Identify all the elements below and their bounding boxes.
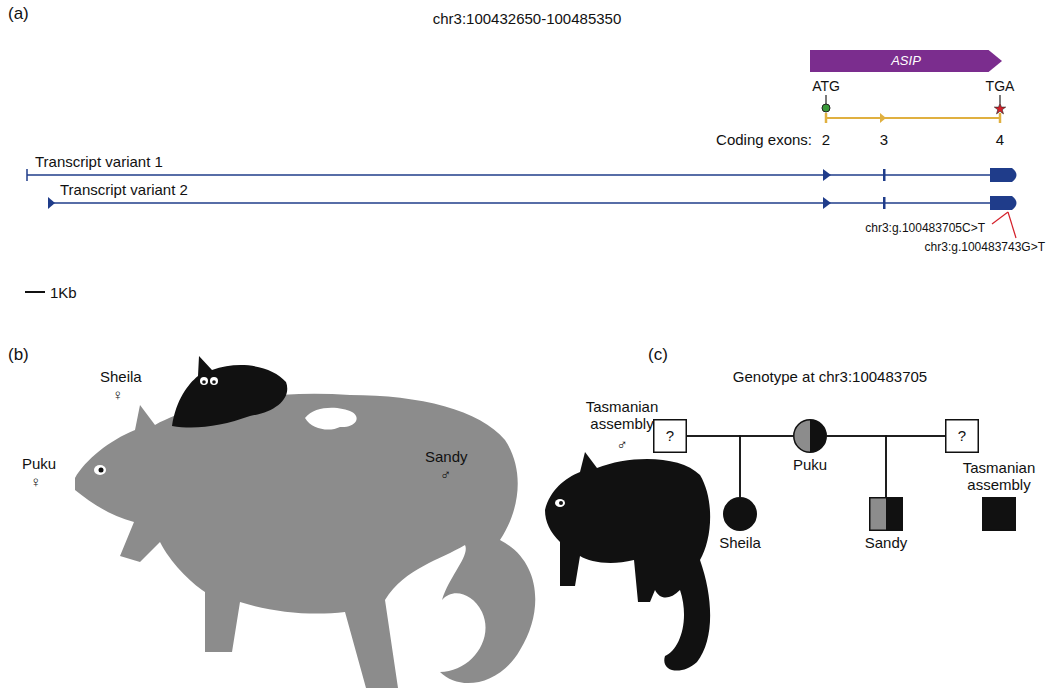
node-label: ? [958,427,966,444]
eye [202,380,206,384]
female-symbol: Puku [793,419,827,453]
scale-bar [25,291,45,293]
codon-label: TGA [986,78,1015,94]
start-codon-dot [822,104,830,112]
region-title: chr3:100432650-100485350 [433,10,622,27]
male-unknown: ? [653,419,687,453]
eye [210,377,218,385]
female-symbol-outline [723,497,757,531]
sex-symbol: ♂ [440,466,451,483]
codon-label: ATG [812,78,840,94]
male-symbol: Tasmanian assembly [982,497,1016,531]
exon-mark [48,197,55,209]
pedigree-line [687,436,740,497]
pedigree-title: Genotype at chr3:100483705 [733,368,927,385]
sex-symbol: ♀ [30,473,41,490]
exon-mark [883,169,886,181]
individual-name: Sandy [865,534,908,551]
exon-mark [990,168,1017,182]
exon-tick [825,113,828,123]
transcript-label: Transcript variant 1 [35,153,163,170]
exon-number: 3 [880,131,888,148]
variant-leader [992,212,1008,224]
exon-mark [990,196,1017,210]
stop-codon-star [994,103,1005,114]
animal-name: Puku [22,455,56,472]
variant-label: chr3:g.100483743G>T [925,241,1045,255]
individual-name: Puku [793,456,827,473]
scale-label: 1Kb [50,284,77,301]
coding-exon-line [826,117,1000,119]
animal-name: Sandy [425,448,468,465]
eye [555,499,565,507]
eye [559,501,563,505]
male-symbol-outline [869,497,903,531]
possum-silhouette [75,394,535,688]
stop-stem [999,95,1000,103]
gene-arrow: ASIP [810,50,1002,72]
transcript-label: Transcript variant 2 [60,181,188,198]
exon-number: 2 [822,131,830,148]
variant-leader [1008,212,1016,238]
start-stem [825,95,826,104]
animal-name: Sheila [100,368,142,385]
exon-tick [999,113,1002,123]
female-symbol: Sheila [723,497,757,531]
possum-silhouette [172,356,287,428]
exon-mark [883,197,886,209]
node-label: ? [666,427,674,444]
exon-mark [823,197,831,209]
exon-number: 4 [996,131,1004,148]
eye [200,377,208,385]
node-label: ASIP [891,54,921,69]
sex-symbol: ♀ [112,386,123,403]
pedigree-line [827,436,886,497]
sex-symbol: ♂ [616,436,627,453]
eye [212,380,216,384]
male-symbol-outline [982,497,1016,531]
male-unknown: ? [945,419,979,453]
exon-tick [880,113,886,123]
exon-mark [26,169,28,181]
male-symbol: Sandy [869,497,903,531]
white-patch [305,408,357,430]
transcript-line [27,174,992,176]
variant-label: chr3:g.100483705C>T [865,222,985,236]
eye [99,468,104,473]
pedigree-line [740,436,793,497]
track-label: Coding exons: [716,131,812,148]
panel-letter: (a) [8,4,29,24]
female-symbol-outline [793,419,827,453]
transcript-line [50,202,992,204]
individual-name: Tasmanian assembly [951,459,1047,494]
individual-name: Sheila [719,534,761,551]
exon-mark [823,169,831,181]
eye [94,465,106,475]
pedigree-line [886,436,945,497]
possum-silhouette [545,452,710,671]
panel-letter: (b) [8,345,29,365]
panel-letter: (c) [648,345,668,365]
